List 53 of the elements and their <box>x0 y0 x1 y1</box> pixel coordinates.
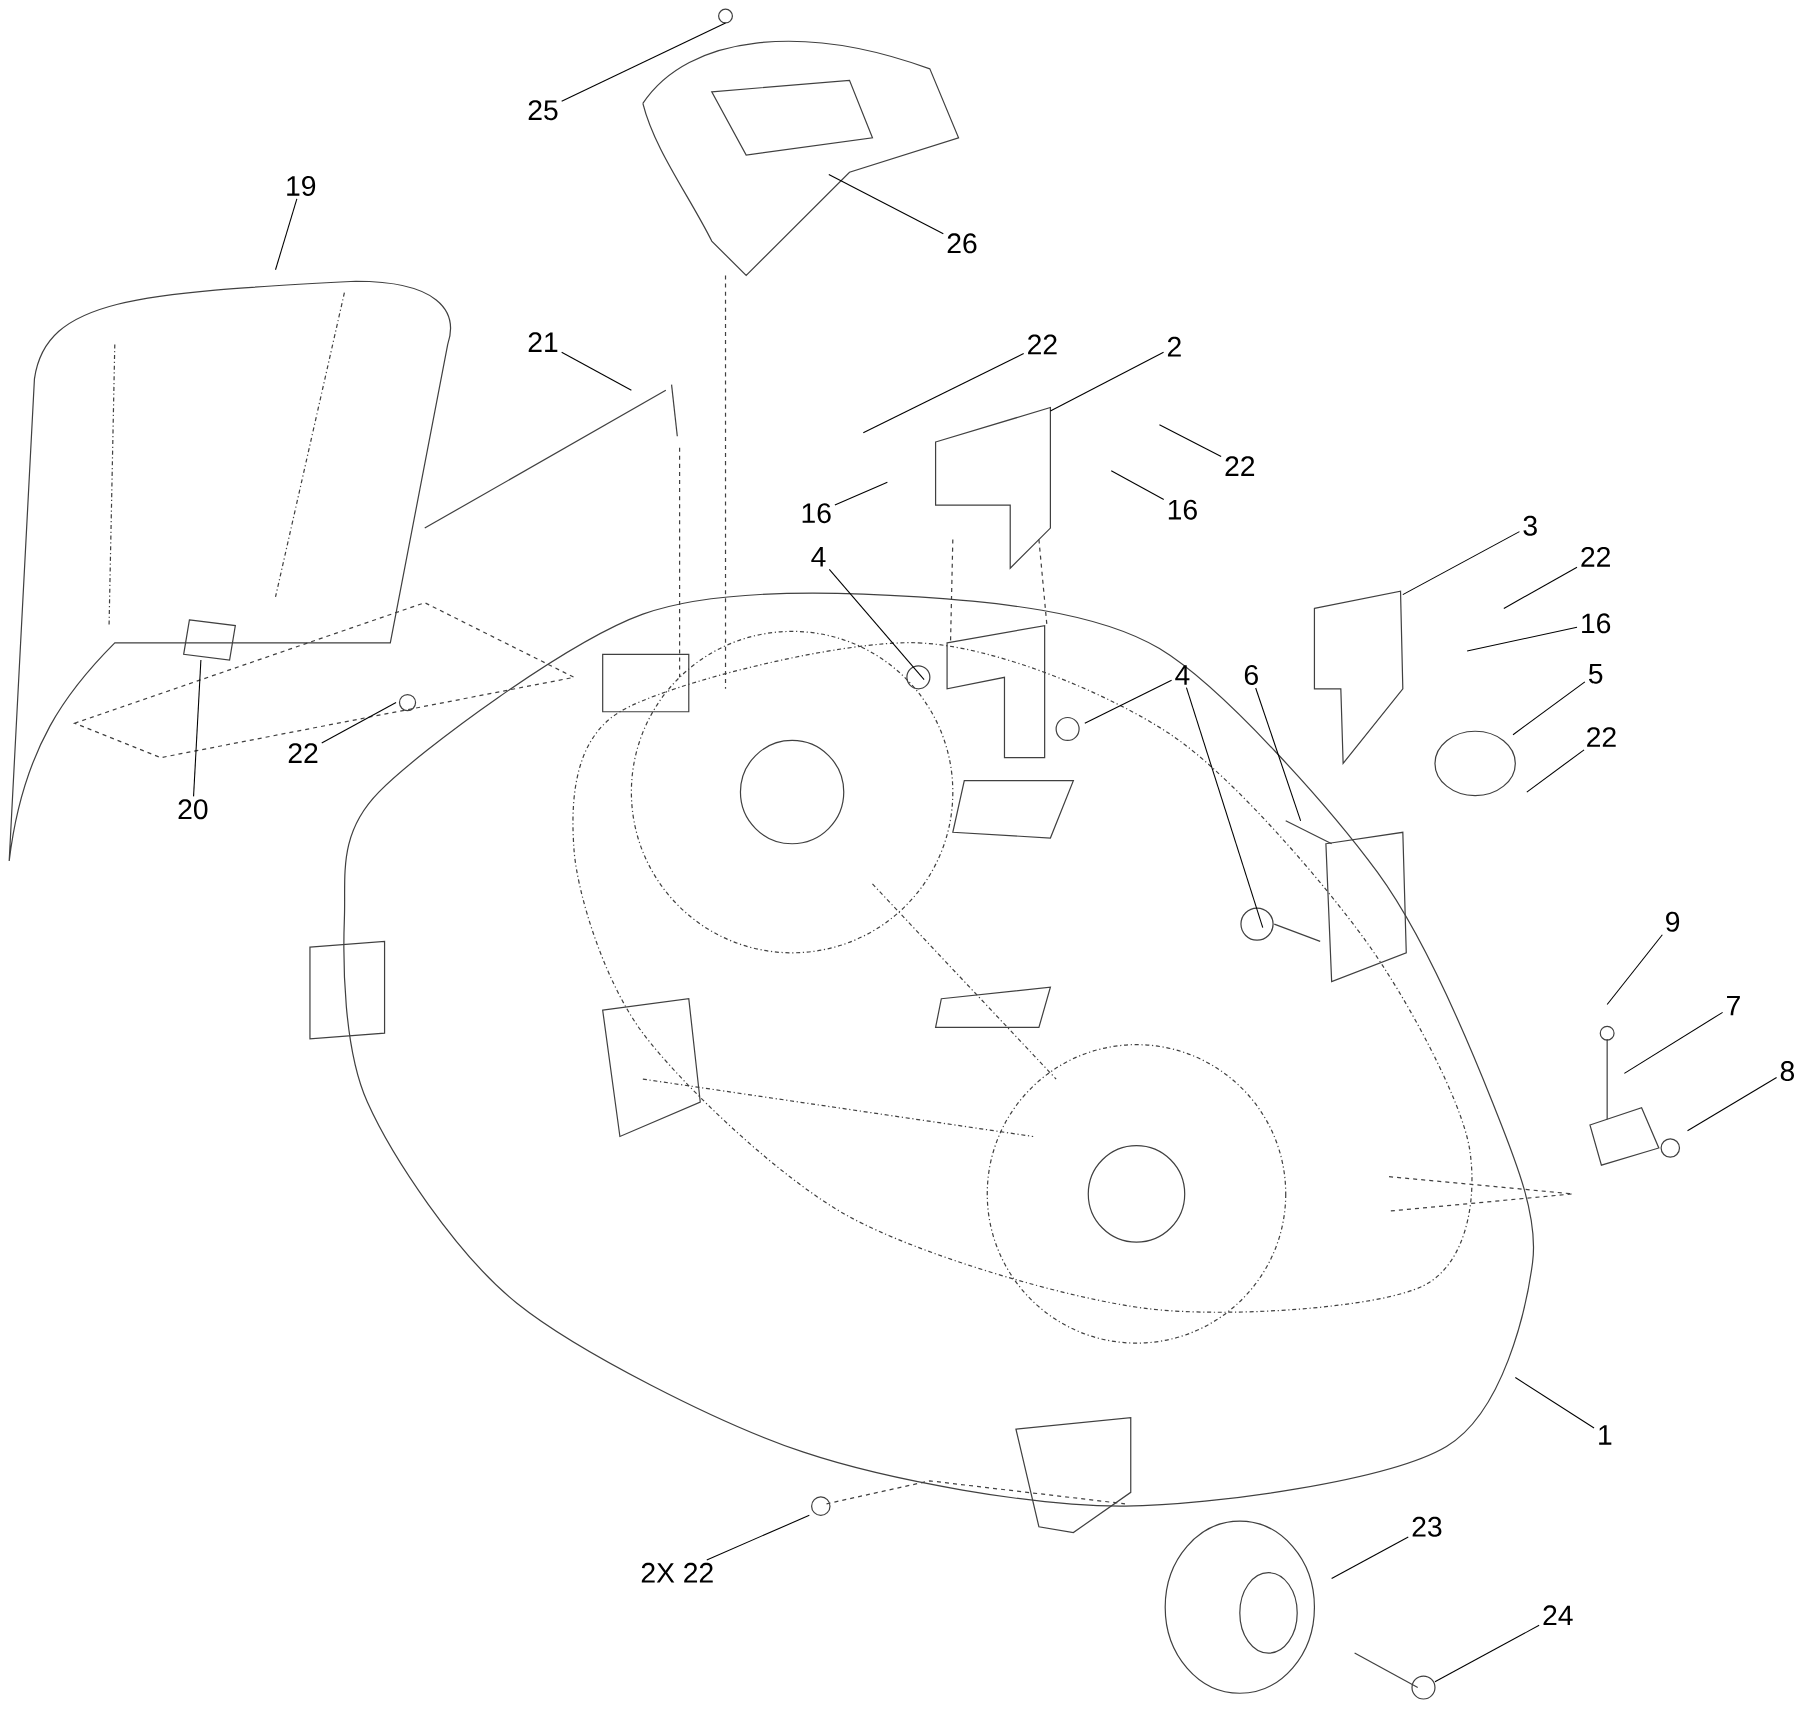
leader-line <box>1512 681 1586 736</box>
leader-line <box>1084 679 1173 724</box>
callout-number: 2X 22 <box>641 1563 713 1583</box>
leader-line <box>1434 1624 1540 1683</box>
leader-line <box>274 198 298 271</box>
callout-number: 25 <box>528 100 558 121</box>
leader-line <box>1514 1377 1595 1429</box>
callout-number: 22 <box>1581 547 1610 567</box>
leader-line <box>1402 531 1520 596</box>
callout-number: 7 <box>1727 996 1740 1016</box>
callout-number: 3 <box>1523 515 1537 536</box>
leader-line <box>561 351 632 391</box>
leader-line <box>1606 934 1663 1006</box>
callout-number: 22 <box>1225 456 1255 477</box>
callout-number: 19 <box>287 176 316 197</box>
callout-number: 6 <box>1244 665 1258 686</box>
callout-number: 22 <box>1028 334 1057 355</box>
leader-line <box>834 481 888 506</box>
leader-line <box>1623 1011 1724 1074</box>
leader-line <box>1526 749 1585 793</box>
callout-number: 4 <box>811 547 826 567</box>
leader-line <box>1185 687 1264 929</box>
leader-line <box>1687 1077 1778 1132</box>
leader-line <box>321 702 397 744</box>
leader-line <box>1049 351 1165 412</box>
callout-number: 1 <box>1599 1425 1612 1445</box>
callout-number: 4 <box>1175 665 1190 685</box>
leader-line <box>1503 566 1578 610</box>
leader-line <box>1331 1536 1409 1580</box>
leader-line <box>193 659 202 798</box>
callout-number: 22 <box>288 743 318 764</box>
leader-line <box>1255 687 1302 822</box>
leader-line <box>561 22 727 102</box>
callout-number: 8 <box>1780 1061 1794 1082</box>
leader-line <box>706 1514 810 1561</box>
leader-line <box>1466 626 1578 652</box>
callout-number: 9 <box>1666 911 1680 932</box>
callout-number: 16 <box>1168 499 1197 520</box>
callout-number: 26 <box>947 233 977 254</box>
callout-number: 2 <box>1167 336 1181 357</box>
callout-number: 22 <box>1587 727 1616 747</box>
callout-number: 16 <box>1582 613 1611 634</box>
leader-line <box>828 568 925 681</box>
leader-line <box>828 174 944 235</box>
leader-line <box>862 353 1025 434</box>
callout-number: 24 <box>1543 1605 1573 1626</box>
callout-number: 16 <box>802 503 831 524</box>
leader-line <box>1158 424 1222 458</box>
callout-number: 21 <box>528 332 558 353</box>
callout-number: 5 <box>1588 664 1603 684</box>
leader-line <box>1110 470 1165 501</box>
callout-number: 23 <box>1412 1516 1442 1537</box>
callout-number: 20 <box>178 799 208 820</box>
